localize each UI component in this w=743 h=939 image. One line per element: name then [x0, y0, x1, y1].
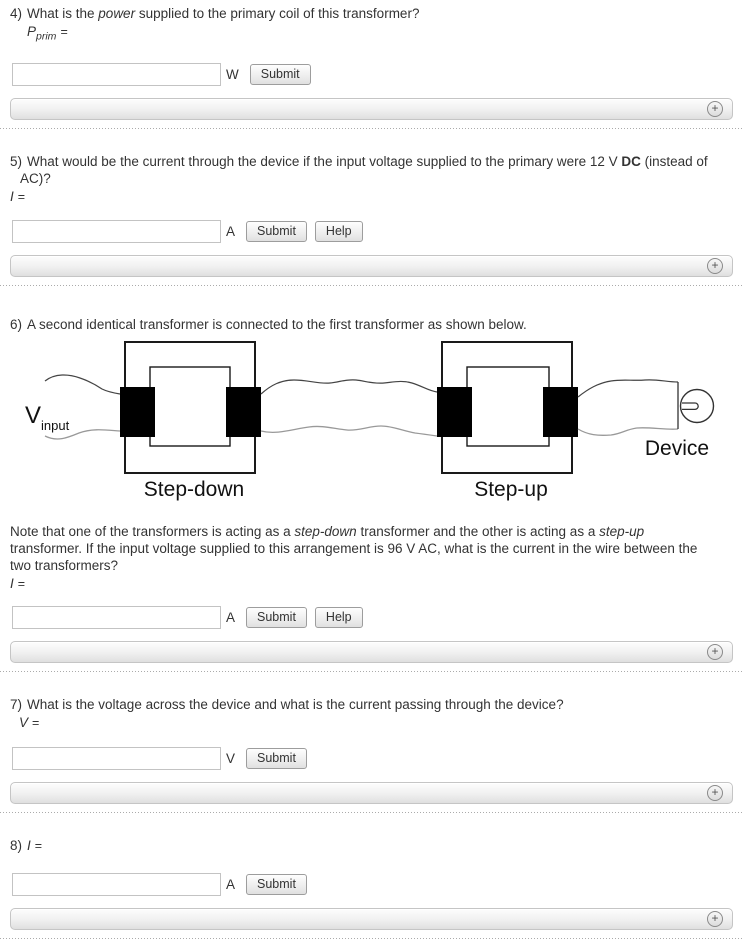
stepdown-primary-coil — [120, 386, 155, 437]
question-6-note: Note that one of the transformers is act… — [10, 523, 698, 573]
feedback-expander-q4[interactable]: + — [10, 97, 733, 120]
stepdown-label: Step-down — [144, 478, 244, 501]
question-6: 6)A second identical transformer is conn… — [0, 316, 743, 672]
stepdown-inner-core — [149, 365, 231, 447]
section-divider — [0, 811, 743, 813]
input-voltage-label: Vinput — [25, 402, 70, 433]
answer-input-q4[interactable] — [12, 62, 221, 86]
question-4-text: 4)What is the power supplied to the prim… — [10, 6, 420, 21]
answer-input-q6[interactable] — [12, 605, 221, 629]
question-4-answer-row: W Submit — [12, 62, 743, 86]
expand-plus-icon[interactable]: + — [707, 257, 723, 274]
question-4-variable-label: Pprim= — [27, 24, 68, 43]
section-divider — [0, 670, 743, 672]
question-5-answer-row: A Submit Help — [12, 219, 743, 243]
link-wire-top — [260, 378, 438, 395]
expand-plus-icon[interactable]: + — [707, 784, 723, 801]
device-label: Device — [645, 437, 709, 460]
device-bulb-icon — [679, 388, 715, 423]
question-8-number: 8) — [10, 837, 23, 853]
question-7-number: 7) — [10, 696, 23, 712]
answer-input-q8[interactable] — [12, 872, 221, 896]
help-button-q6[interactable]: Help — [314, 606, 363, 628]
section-divider — [0, 127, 743, 129]
device-socket-slot — [682, 402, 699, 410]
submit-button-q5[interactable]: Submit — [246, 220, 307, 242]
feedback-expander-q5[interactable]: + — [10, 254, 733, 277]
device-wire-bottom — [577, 426, 679, 436]
device-wire-top — [577, 378, 679, 398]
question-6-variable-label: I= — [10, 575, 26, 591]
input-wire-top — [44, 374, 121, 395]
unit-label-q7: V — [226, 750, 236, 766]
question-5: 5)What would be the current through the … — [0, 153, 743, 286]
transformer-circuit-diagram: Vinput Step-down Step-up Device — [25, 340, 715, 501]
section-divider — [0, 284, 743, 286]
question-8-text: 8)I= — [10, 837, 43, 853]
question-4-number: 4) — [10, 6, 23, 21]
question-8: 8)I= A Submit + — [0, 837, 743, 939]
expand-plus-icon[interactable]: + — [707, 910, 723, 927]
feedback-expander-q7[interactable]: + — [10, 781, 733, 804]
submit-button-q7[interactable]: Submit — [246, 747, 307, 769]
stepdown-secondary-coil — [226, 386, 261, 437]
stepup-label: Step-up — [474, 478, 548, 501]
unit-label-q4: W — [226, 66, 239, 82]
stepup-primary-coil — [437, 386, 472, 437]
question-7-text: 7)What is the voltage across the device … — [10, 696, 564, 712]
question-5-number: 5) — [10, 153, 23, 169]
question-7: 7)What is the voltage across the device … — [0, 696, 743, 813]
unit-label-q8: A — [226, 876, 236, 892]
input-wire-bottom — [44, 428, 121, 440]
unit-label-q5: A — [226, 223, 236, 239]
feedback-expander-q8[interactable]: + — [10, 907, 733, 930]
question-5-text: 5)What would be the current through the … — [10, 153, 708, 186]
feedback-expander-q6[interactable]: + — [10, 640, 733, 663]
stepup-inner-core — [466, 365, 550, 447]
expand-plus-icon[interactable]: + — [707, 643, 723, 660]
link-wire-bottom — [260, 425, 438, 437]
answer-input-q7[interactable] — [12, 746, 221, 770]
submit-button-q6[interactable]: Submit — [246, 606, 307, 628]
expand-plus-icon[interactable]: + — [707, 100, 723, 117]
question-6-answer-row: A Submit Help — [12, 605, 743, 629]
submit-button-q8[interactable]: Submit — [246, 873, 307, 895]
question-4: 4)What is the power supplied to the prim… — [0, 5, 743, 129]
stepup-secondary-coil — [543, 386, 578, 437]
question-6-intro: 6)A second identical transformer is conn… — [10, 316, 527, 332]
submit-button-q4[interactable]: Submit — [249, 63, 311, 85]
question-7-answer-row: V Submit — [12, 746, 743, 770]
unit-label-q6: A — [226, 609, 236, 625]
question-6-number: 6) — [10, 316, 23, 332]
help-button-q5[interactable]: Help — [314, 220, 363, 242]
question-5-variable-label: I= — [10, 188, 26, 204]
question-7-variable-label: V= — [19, 714, 40, 730]
question-8-answer-row: A Submit — [12, 872, 743, 896]
answer-input-q5[interactable] — [12, 219, 221, 243]
